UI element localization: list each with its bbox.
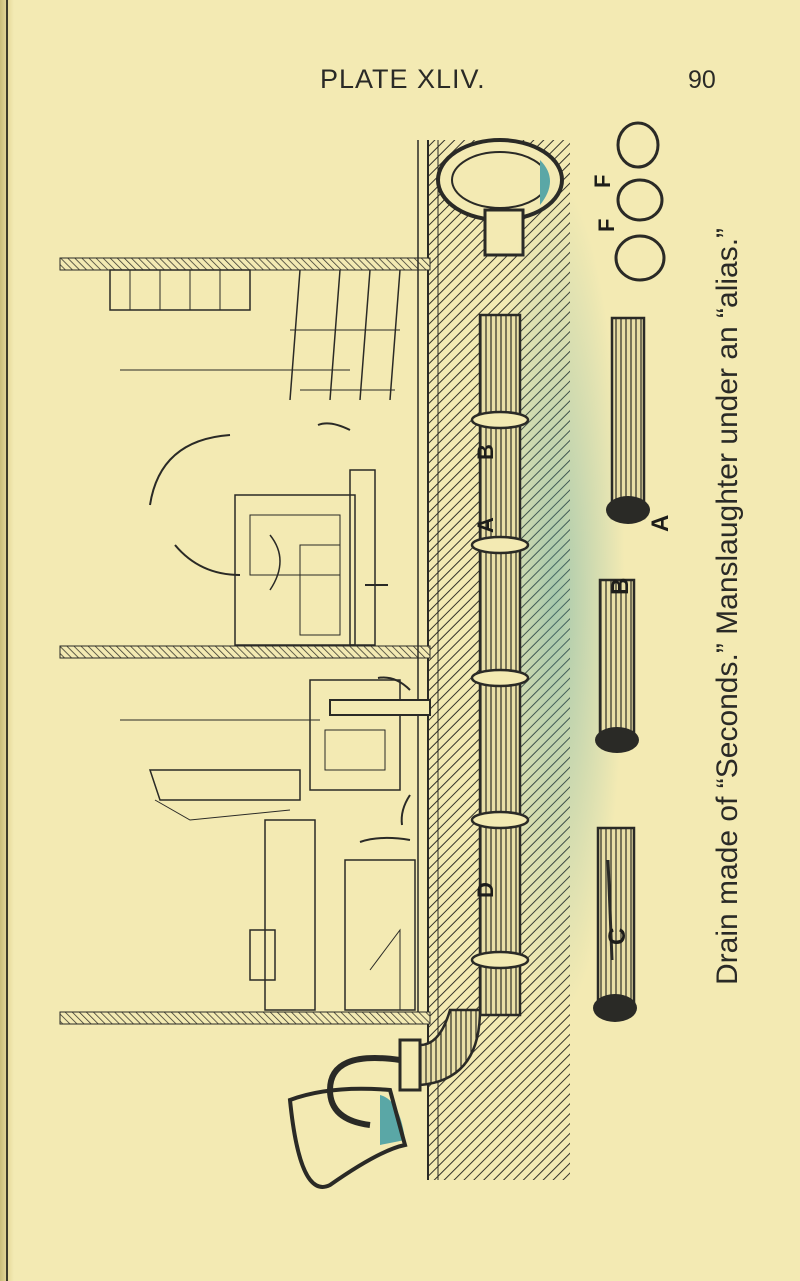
label-a-detail: A (647, 515, 674, 532)
label-f-middle: F (594, 219, 619, 232)
label-b-detail: B (607, 578, 634, 595)
label-a-on-drain: A (473, 517, 498, 533)
caption-wrapper: Drain made of “Seconds.” Manslaughter un… (708, 227, 768, 985)
upper-trap (436, 138, 564, 257)
lower-trap (287, 1038, 422, 1189)
room-section (59, 140, 431, 1025)
drain-pipe (329, 180, 625, 1087)
pipe-detail-c (593, 826, 637, 1022)
pipe-detail-a (606, 316, 650, 524)
plate-title: PLATE XLIV. (320, 64, 486, 94)
label-b-on-drain: B (473, 444, 498, 460)
page-number: 90 (688, 66, 716, 94)
label-d-on-drain: D (473, 882, 498, 898)
label-c-detail: C (604, 928, 631, 945)
pipe-cross-sections (614, 121, 666, 282)
plate-caption: Drain made of “Seconds.” Manslaughter un… (711, 227, 744, 985)
page-binding-line (6, 0, 8, 1281)
pipe-detail-b (595, 578, 639, 753)
label-f-top: F (590, 175, 615, 188)
